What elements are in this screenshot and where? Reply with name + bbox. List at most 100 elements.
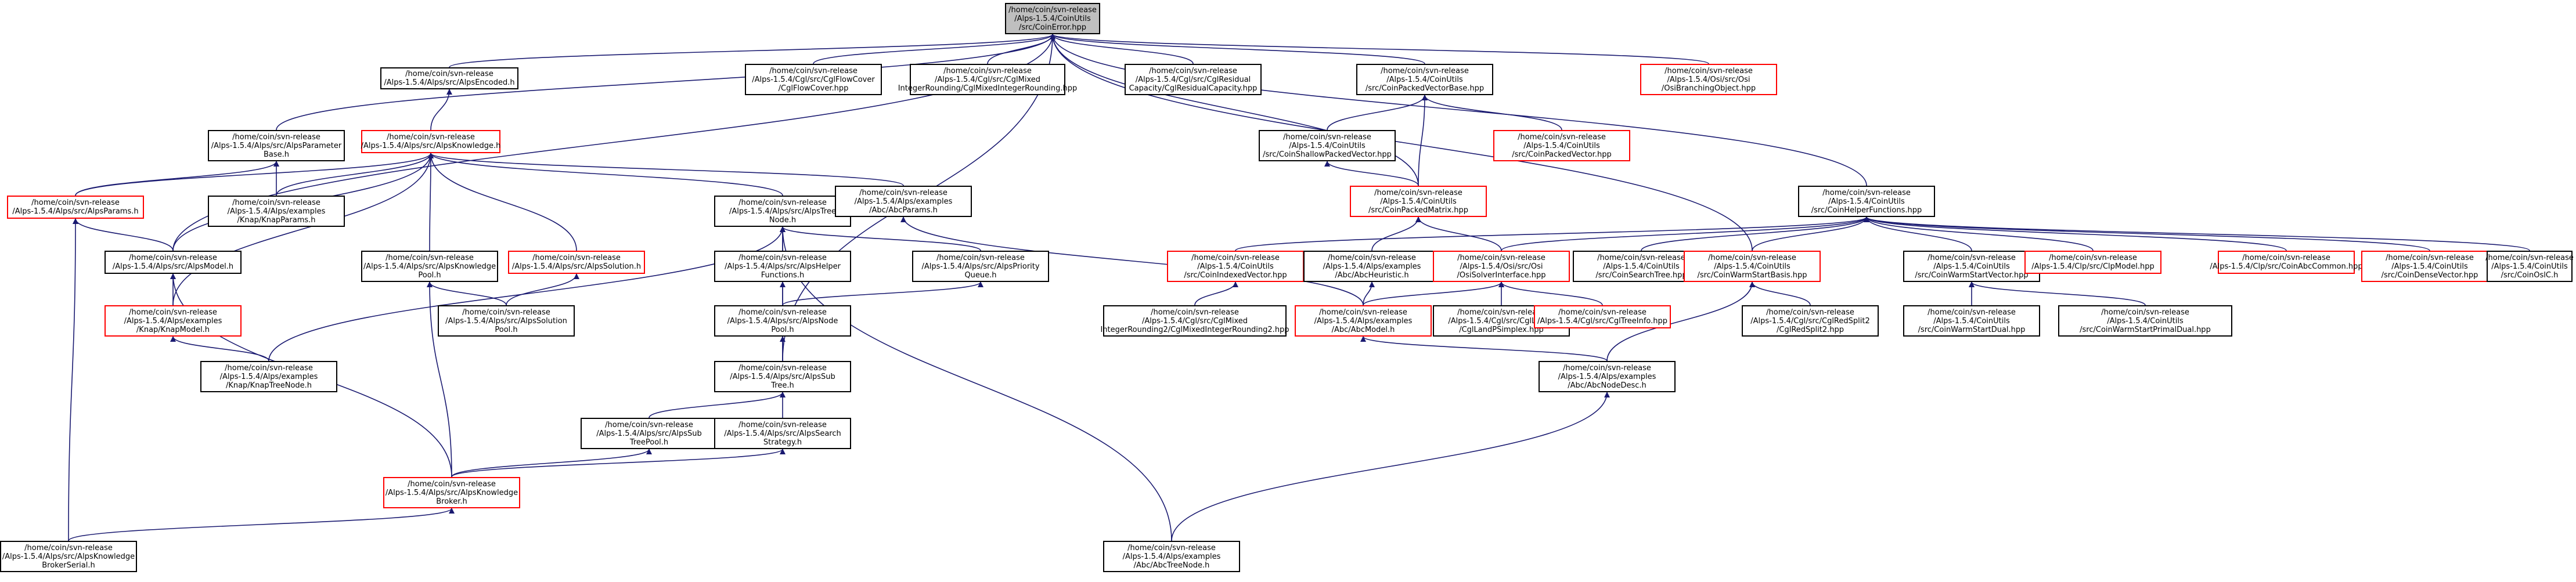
edge-abctreenode-to-abcnodedesc <box>1171 392 1610 541</box>
edge-abcparams-to-alpsknowledge <box>428 153 904 186</box>
node-coinwarmvector[interactable]: /home/coin/svn-release/Alps-1.5.4/CoinUt… <box>1903 251 2040 282</box>
node-label-line: BrokerSerial.h <box>42 561 95 570</box>
node-cglmixedint2[interactable]: /home/coin/svn-release/Alps-1.5.4/Cgl/sr… <box>1100 305 1289 337</box>
node-label-line: /Alps-1.5.4/CoinUtils <box>1014 14 1091 23</box>
node-alpssearchstrat[interactable]: /home/coin/svn-release/Alps-1.5.4/Alps/s… <box>714 418 851 449</box>
node-osisolver[interactable]: /home/coin/svn-release/Alps-1.5.4/Osi/sr… <box>1433 251 1570 282</box>
node-abctreenode[interactable]: /home/coin/svn-release/Alps-1.5.4/Alps/e… <box>1103 541 1240 572</box>
node-label-line: /Knap/KnapModel.h <box>136 325 210 334</box>
node-alpsencoded[interactable]: /home/coin/svn-release/Alps-1.5.4/Alps/s… <box>380 67 518 89</box>
node-clpmodel[interactable]: /home/coin/svn-release/Alps-1.5.4/Clp/sr… <box>2024 251 2161 274</box>
edge-knaptreenode-to-alpstreenode <box>268 226 786 362</box>
edge-coindensevector-to-coinhelper <box>1864 216 2430 251</box>
node-label-line: /home/coin/svn-release <box>1708 253 1796 262</box>
node-knapparams[interactable]: /home/coin/svn-release/Alps-1.5.4/Alps/e… <box>208 196 345 227</box>
node-label-line: IntegerRounding/CglMixedIntegerRounding.… <box>898 84 1078 93</box>
node-label-line: /home/coin/svn-release <box>2386 253 2474 262</box>
node-label-line: /Alps-1.5.4/CoinUtils <box>1523 141 1600 150</box>
node-coinindexed[interactable]: /home/coin/svn-release/Alps-1.5.4/CoinUt… <box>1167 251 1304 282</box>
node-label-line: Strategy.h <box>763 438 802 447</box>
edge-alpssolpool-to-alpsknowpool <box>427 281 507 306</box>
node-cgltreeinfo[interactable]: /home/coin/svn-release/Alps-1.5.4/Cgl/sr… <box>1534 305 1671 328</box>
node-label-line: Pool.h <box>418 270 441 280</box>
node-alpssolution[interactable]: /home/coin/svn-release/Alps-1.5.4/Alps/s… <box>508 251 645 274</box>
node-label-line: /home/coin/svn-release <box>1151 308 1239 317</box>
node-alpsknowpool[interactable]: /home/coin/svn-release/Alps-1.5.4/Alps/s… <box>361 251 498 282</box>
node-label-line: Functions.h <box>761 270 805 280</box>
node-label-line: /Alps-1.5.4/Alps/src/AlpsKnowledge <box>363 262 496 271</box>
edge-alpsencoded-to-coinerror <box>449 34 1055 68</box>
node-label-line: Base.h <box>263 150 290 159</box>
node-abcnodedesc[interactable]: /home/coin/svn-release/Alps-1.5.4/Alps/e… <box>1539 361 1676 392</box>
node-label-line: /home/coin/svn-release <box>1822 188 1911 197</box>
edge-cglmixedint2-to-coinindexed <box>1194 281 1238 306</box>
node-coinpackedvector[interactable]: /home/coin/svn-release/Alps-1.5.4/CoinUt… <box>1493 130 1630 161</box>
node-alpssubtree[interactable]: /home/coin/svn-release/Alps-1.5.4/Alps/s… <box>714 361 851 392</box>
node-alpssolpool[interactable]: /home/coin/svn-release/Alps-1.5.4/Alps/s… <box>438 305 575 337</box>
node-label-line: /Alps-1.5.4/CoinUtils <box>1714 262 1790 271</box>
node-label-line: /Alps-1.5.4/Alps/src/AlpsSolution <box>445 316 567 326</box>
node-alpspriority[interactable]: /home/coin/svn-release/Alps-1.5.4/Alps/s… <box>912 251 1049 282</box>
node-alpsparams[interactable]: /home/coin/svn-release/Alps-1.5.4/Alps/s… <box>7 196 144 219</box>
edge-coinwarmbasis-to-coinerror <box>1050 34 1753 251</box>
edge-cglflowcover-to-coinerror <box>813 34 1055 64</box>
node-label-line: /Alps-1.5.4/Cgl/src/CglResidual <box>1135 75 1251 84</box>
node-label-line: /Alps-1.5.4/Alps/examples <box>124 316 222 326</box>
edge-alpsknowbroker-to-alpssubtreepool <box>451 449 652 478</box>
node-alpssubtreepool[interactable]: /home/coin/svn-release/Alps-1.5.4/Alps/s… <box>581 418 718 449</box>
node-coinosictl[interactable]: /home/coin/svn-release/Alps-1.5.4/CoinUt… <box>2485 251 2574 282</box>
node-label-line: /src/CoinShallowPackedVector.hpp <box>1263 150 1392 159</box>
edge-alpssubtreepool-to-alpssubtree <box>648 392 786 418</box>
node-label-line: /Knap/KnapTreeNode.h <box>225 381 312 390</box>
node-coinwarmdual[interactable]: /home/coin/svn-release/Alps-1.5.4/CoinUt… <box>1903 305 2040 337</box>
node-abcparams[interactable]: /home/coin/svn-release/Alps-1.5.4/Alps/e… <box>835 186 972 217</box>
node-coinhelper[interactable]: /home/coin/svn-release/Alps-1.5.4/CoinUt… <box>1798 186 1935 217</box>
node-alpsmodel[interactable]: /home/coin/svn-release/Alps-1.5.4/Alps/s… <box>105 251 242 274</box>
node-alpsknowbroker[interactable]: /home/coin/svn-release/Alps-1.5.4/Alps/s… <box>383 477 520 508</box>
node-label-line: /Alps-1.5.4/Alps/src/AlpsParams.h <box>12 207 139 216</box>
node-label-line: /Alps-1.5.4/Clp/src/ClpModel.hpp <box>2031 262 2155 271</box>
node-coinwarmbasis[interactable]: /home/coin/svn-release/Alps-1.5.4/CoinUt… <box>1684 251 1821 282</box>
node-coinshallow[interactable]: /home/coin/svn-release/Alps-1.5.4/CoinUt… <box>1259 130 1396 161</box>
node-abcheuristic[interactable]: /home/coin/svn-release/Alps-1.5.4/Alps/e… <box>1303 251 1440 282</box>
node-cglflowcover[interactable]: /home/coin/svn-release/Alps-1.5.4/Cgl/sr… <box>745 64 882 95</box>
node-label-line: /home/coin/svn-release <box>738 363 827 373</box>
edge-alpsparam-to-coinerror <box>276 34 1055 131</box>
edge-coinpackedvector-to-coinpackedvecbase <box>1422 95 1562 131</box>
node-label-line: Pool.h <box>495 325 518 334</box>
node-cglresidual[interactable]: /home/coin/svn-release/Alps-1.5.4/Cgl/sr… <box>1125 64 1262 95</box>
node-label-line: /Knap/KnapParams.h <box>237 215 316 225</box>
edge-knapparams-to-alpsknowledge <box>276 153 434 196</box>
node-knapmodel[interactable]: /home/coin/svn-release/Alps-1.5.4/Alps/e… <box>105 305 242 337</box>
node-alpsnodepool[interactable]: /home/coin/svn-release/Alps-1.5.4/Alps/s… <box>714 305 851 337</box>
node-label-line: /Alps-1.5.4/CoinUtils <box>1603 262 1680 271</box>
node-coinpackedvecbase[interactable]: /home/coin/svn-release/Alps-1.5.4/CoinUt… <box>1356 64 1493 95</box>
node-label-line: /home/coin/svn-release <box>532 254 621 262</box>
node-label-line: /Alps-1.5.4/CoinUtils <box>1386 75 1463 84</box>
node-osibranching[interactable]: /home/coin/svn-release/Alps-1.5.4/Osi/sr… <box>1640 64 1777 95</box>
node-alpshelper[interactable]: /home/coin/svn-release/Alps-1.5.4/Alps/s… <box>714 251 851 282</box>
node-abcmodel[interactable]: /home/coin/svn-release/Alps-1.5.4/Alps/e… <box>1295 305 1432 337</box>
node-cglmixedint[interactable]: /home/coin/svn-release/Alps-1.5.4/Cgl/sr… <box>898 64 1077 95</box>
edge-alpsknowbroker-to-alpsknowpool <box>427 281 452 478</box>
edge-abcmodel-to-osisolver <box>1363 281 1504 306</box>
node-knaptreenode[interactable]: /home/coin/svn-release/Alps-1.5.4/Alps/e… <box>200 361 337 392</box>
node-coinerror[interactable]: /home/coin/svn-release/Alps-1.5.4/CoinUt… <box>1005 3 1100 34</box>
node-alpsparam[interactable]: /home/coin/svn-release/Alps-1.5.4/Alps/s… <box>208 130 345 161</box>
node-label-line: /home/coin/svn-release <box>605 420 693 429</box>
node-label-line: /home/coin/svn-release <box>2101 308 2189 317</box>
node-alpsknowledge[interactable]: /home/coin/svn-release/Alps-1.5.4/Alps/s… <box>361 130 500 153</box>
node-cglredsplit2[interactable]: /home/coin/svn-release/Alps-1.5.4/Cgl/sr… <box>1742 305 1879 337</box>
node-coindensevector[interactable]: /home/coin/svn-release/Alps-1.5.4/CoinUt… <box>2361 251 2498 282</box>
node-coinwarmprimaldual[interactable]: /home/coin/svn-release/Alps-1.5.4/CoinUt… <box>2058 305 2232 337</box>
node-label-line: /Abc/AbcTreeNode.h <box>1133 561 1210 570</box>
node-coinabccommon[interactable]: /home/coin/svn-release/Alps-1.5.4/Clp/sr… <box>2210 251 2363 274</box>
node-alpsknowbrokerserial[interactable]: /home/coin/svn-release/Alps-1.5.4/Alps/s… <box>0 541 137 572</box>
node-label-line: /home/coin/svn-release <box>405 70 493 78</box>
edge-coinwarmvector-to-coinhelper <box>1864 216 1972 251</box>
edge-coinhelper-to-coinerror <box>1050 34 1867 186</box>
node-alpstreenode[interactable]: /home/coin/svn-release/Alps-1.5.4/Alps/s… <box>714 196 851 227</box>
edge-clpmodel-to-coinhelper <box>1864 216 2094 251</box>
node-coinpackedmatrix[interactable]: /home/coin/svn-release/Alps-1.5.4/CoinUt… <box>1350 186 1487 217</box>
node-label-line: /home/coin/svn-release <box>387 133 475 142</box>
